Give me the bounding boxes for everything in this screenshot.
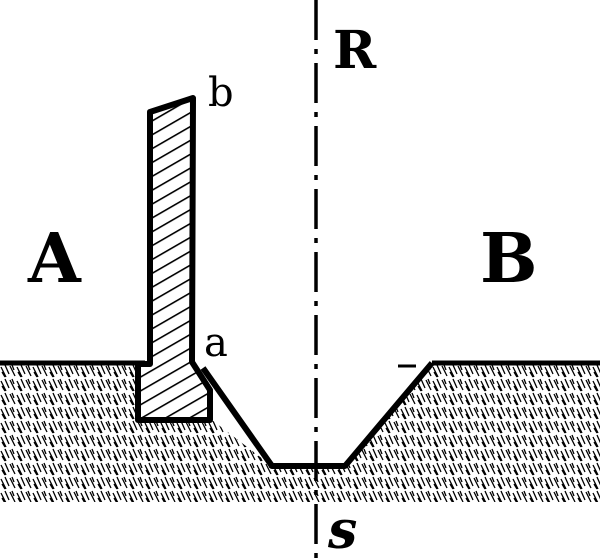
label-A: A (27, 219, 82, 299)
label-b: b (208, 70, 234, 116)
wall-section (135, 95, 213, 423)
soil-fade (0, 470, 600, 558)
trench-profile (200, 361, 435, 469)
label-s: s (327, 500, 357, 558)
label-a: a (204, 320, 228, 366)
label-R: R (333, 20, 377, 81)
label-B: B (480, 219, 537, 299)
